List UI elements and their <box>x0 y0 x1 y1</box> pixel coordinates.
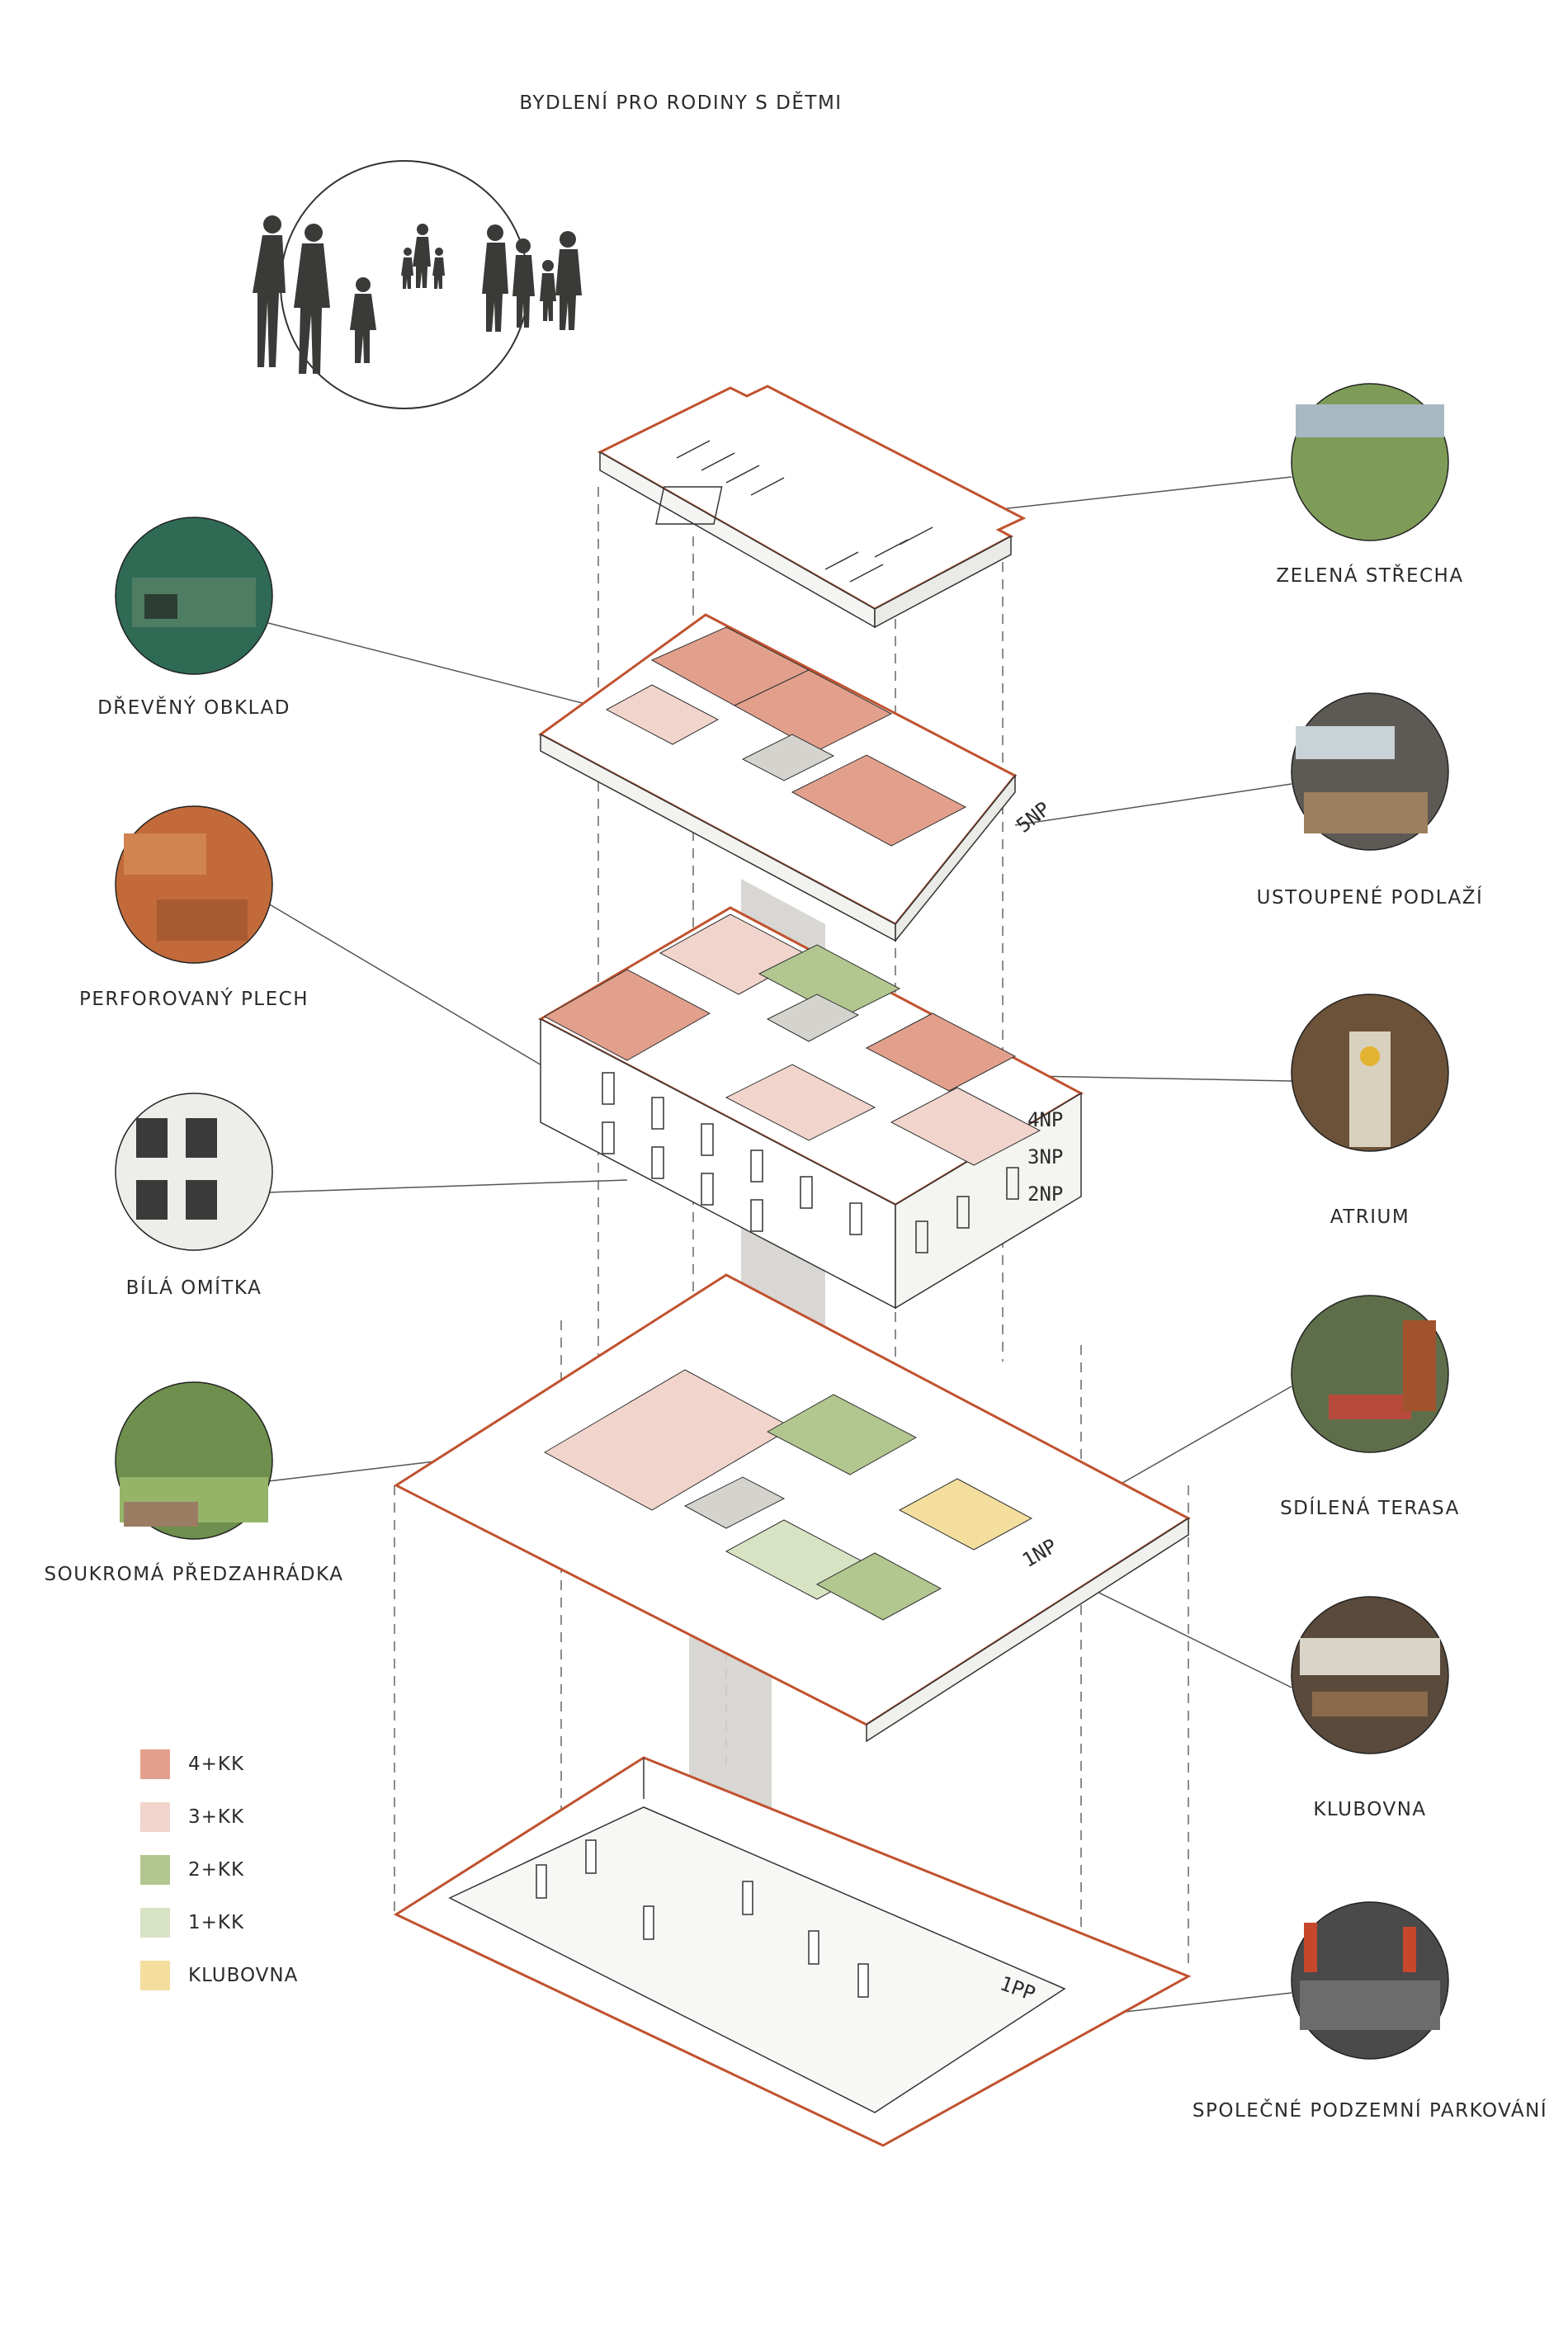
floor-tag-5np: 5NP <box>1012 797 1054 838</box>
photo-circle-left-3 <box>115 1093 273 1251</box>
roof-slab <box>597 385 1027 629</box>
legend-label-klubovna: KLUBOVNA <box>188 1965 299 1986</box>
legend-label-1kk: 1+KK <box>188 1912 245 1933</box>
legend: 4+KK 3+KK 2+KK 1+KK KLUBOVNA <box>140 1749 298 2013</box>
floor-block-2-4np: 4NP 3NP 2NP <box>537 906 1084 1310</box>
legend-swatch-3kk <box>140 1802 170 1832</box>
legend-label-2kk: 2+KK <box>188 1859 245 1881</box>
label-wood-cladding: DŘEVĚNÝ OBKLAD <box>97 697 290 719</box>
photo-circle-left-4 <box>115 1381 273 1540</box>
photo-circle-right-4 <box>1291 1295 1449 1453</box>
photo-circle-right-1 <box>1291 383 1449 541</box>
legend-item-2kk: 2+KK <box>140 1855 298 1885</box>
label-club-room: KLUBOVNA <box>1313 1799 1427 1820</box>
family-silhouettes-icon <box>253 215 582 374</box>
legend-item-3kk: 3+KK <box>140 1802 298 1832</box>
floor-1pp: 1PP <box>393 1756 1192 2147</box>
legend-label-4kk: 4+KK <box>188 1754 245 1775</box>
label-green-roof: ZELENÁ STŘECHA <box>1276 565 1464 587</box>
legend-swatch-4kk <box>140 1749 170 1779</box>
label-atrium: ATRIUM <box>1329 1206 1410 1228</box>
floor-tag-2np: 2NP <box>1027 1183 1063 1206</box>
legend-swatch-klubovna <box>140 1961 170 1990</box>
floor-tag-3np: 3NP <box>1027 1145 1063 1168</box>
floor-1np: 1NP <box>393 1273 1191 1743</box>
legend-swatch-1kk <box>140 1908 170 1938</box>
label-white-render: BÍLÁ OMÍTKA <box>125 1277 262 1299</box>
label-front-garden: SOUKROMÁ PŘEDZAHRÁDKA <box>44 1564 344 1585</box>
photo-circle-left-1 <box>115 517 273 675</box>
photo-circle-left-2 <box>115 805 273 964</box>
label-setback-floor: USTOUPENÉ PODLAŽÍ <box>1256 887 1484 909</box>
label-perforated-sheet: PERFOROVANÝ PLECH <box>78 989 309 1010</box>
label-underground-parking: SPOLEČNÉ PODZEMNÍ PARKOVÁNÍ <box>1192 2100 1548 2122</box>
family-circle <box>253 160 582 409</box>
legend-item-4kk: 4+KK <box>140 1749 298 1779</box>
legend-label-3kk: 3+KK <box>188 1806 245 1828</box>
photo-circle-right-6 <box>1291 1901 1449 2060</box>
floor-tag-4np: 4NP <box>1027 1108 1063 1131</box>
legend-item-klubovna: KLUBOVNA <box>140 1961 298 1990</box>
legend-item-1kk: 1+KK <box>140 1908 298 1938</box>
photo-circle-right-3 <box>1291 994 1449 1152</box>
diagram-title: BYDLENÍ PRO RODINY S DĚTMI <box>519 92 843 114</box>
legend-swatch-2kk <box>140 1855 170 1885</box>
photo-circle-right-2 <box>1291 692 1449 851</box>
photo-circle-right-5 <box>1291 1596 1449 1754</box>
floor-5np: 5NP <box>538 613 1055 943</box>
label-shared-terrace: SDÍLENÁ TERASA <box>1280 1498 1460 1519</box>
